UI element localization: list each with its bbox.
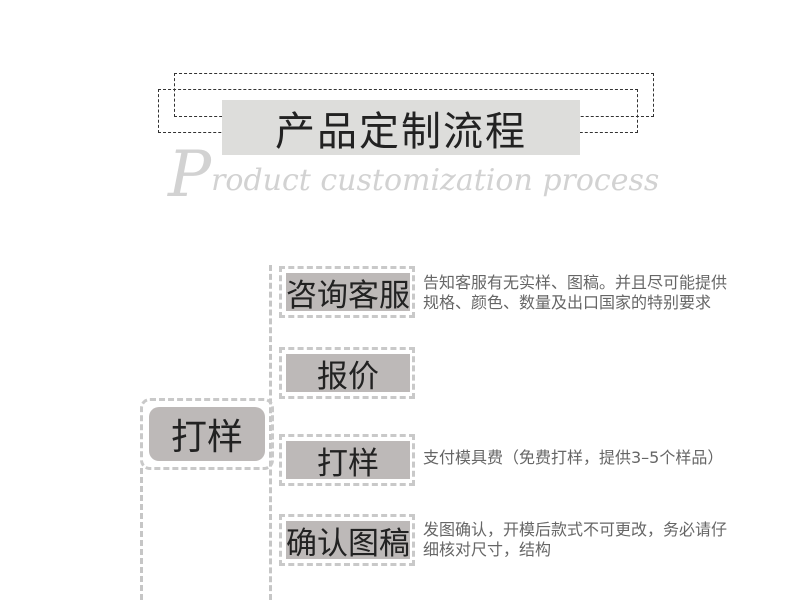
step-label: 咨询客服 [286, 277, 410, 314]
desc-line: 告知客服有无实样、图稿。并且尽可能提供 [423, 273, 728, 292]
step-label: 确认图稿 [286, 525, 410, 562]
step-description: 支付模具费（免费打样，提供3–5个样品） [423, 448, 723, 468]
subtitle-initial: P [168, 138, 212, 212]
step-box: 咨询客服 [286, 273, 410, 314]
step-box: 报价 [286, 354, 410, 395]
step-box: 确认图稿 [286, 521, 410, 562]
main-node-label: 打样 [170, 417, 243, 458]
desc-line: 发图确认，开模后款式不可更改，务必请仔 [423, 520, 728, 539]
desc-line: 规格、颜色、数量及出口国家的特别要求 [423, 293, 712, 312]
connector-line-left [140, 468, 143, 600]
step-box: 打样 [286, 441, 410, 482]
main-node-sampling[interactable]: 打样 [140, 398, 274, 470]
step-confirm-artwork[interactable]: 确认图稿 [279, 514, 415, 566]
desc-line: 支付模具费（免费打样，提供3–5个样品） [423, 448, 724, 467]
step-consult[interactable]: 咨询客服 [279, 266, 415, 318]
page-subtitle: Product customization process [168, 138, 659, 212]
step-description: 告知客服有无实样、图稿。并且尽可能提供 规格、颜色、数量及出口国家的特别要求 [423, 273, 727, 313]
main-node-box: 打样 [149, 407, 265, 461]
step-label: 报价 [317, 358, 379, 395]
page-title-text: 产品定制流程 [275, 108, 527, 155]
connector-line-right [269, 265, 272, 600]
desc-line: 细核对尺寸，结构 [423, 540, 552, 559]
step-sample[interactable]: 打样 [279, 434, 415, 486]
step-label: 打样 [317, 445, 379, 482]
page-title: 产品定制流程 [222, 100, 580, 155]
step-description: 发图确认，开模后款式不可更改，务必请仔 细核对尺寸，结构 [423, 520, 727, 560]
step-quote[interactable]: 报价 [279, 347, 415, 399]
subtitle-rest: roduct customization process [211, 163, 660, 198]
